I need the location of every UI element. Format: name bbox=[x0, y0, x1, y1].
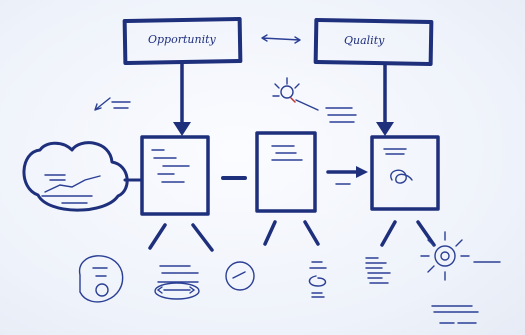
cloud-chart-line bbox=[44, 175, 101, 193]
percent-bubble-text bbox=[232, 271, 246, 279]
document-2-text bbox=[271, 145, 303, 161]
document-3-text bbox=[383, 148, 407, 155]
sun-top-red bbox=[290, 97, 296, 103]
sun-top bbox=[280, 85, 294, 99]
document-2 bbox=[255, 131, 317, 213]
box-quality bbox=[313, 18, 434, 67]
face-text bbox=[92, 267, 108, 277]
lines-sketch bbox=[156, 265, 199, 294]
face-sketch bbox=[79, 255, 124, 303]
top-double-arrow bbox=[261, 34, 301, 44]
branches-doc2 bbox=[263, 220, 320, 246]
list-sketch bbox=[365, 257, 391, 284]
label-quality: Quality bbox=[344, 34, 385, 47]
sun-top-arrow bbox=[295, 99, 319, 111]
cloud-scribble bbox=[41, 174, 93, 204]
sun-top-rays bbox=[272, 77, 300, 97]
mid-sketch bbox=[308, 261, 327, 298]
box-opportunity bbox=[122, 16, 243, 65]
document-1-text bbox=[151, 149, 190, 183]
percent-bubble bbox=[225, 261, 255, 291]
branches-doc3 bbox=[380, 220, 436, 247]
label-opportunity: Opportunity bbox=[148, 33, 216, 46]
branches-doc1 bbox=[148, 223, 214, 252]
face-inner bbox=[95, 283, 109, 297]
document-3 bbox=[370, 135, 440, 211]
small-arrow-note bbox=[111, 101, 131, 109]
small-arrow-left bbox=[94, 97, 111, 111]
sun-bottom-rays bbox=[420, 231, 470, 281]
arrowhead-quality bbox=[376, 122, 394, 136]
sun-bottom-core bbox=[440, 251, 450, 261]
arrowhead-doc3 bbox=[356, 166, 368, 178]
arrowhead-opportunity bbox=[173, 122, 191, 136]
sun-bottom bbox=[434, 245, 456, 267]
note-right-text bbox=[325, 107, 357, 123]
corner-note bbox=[431, 305, 479, 324]
lines-sketch-ellipse bbox=[154, 282, 200, 300]
document-1 bbox=[140, 135, 210, 216]
cloud-shape bbox=[22, 141, 129, 212]
document-3-swirl bbox=[390, 169, 413, 184]
